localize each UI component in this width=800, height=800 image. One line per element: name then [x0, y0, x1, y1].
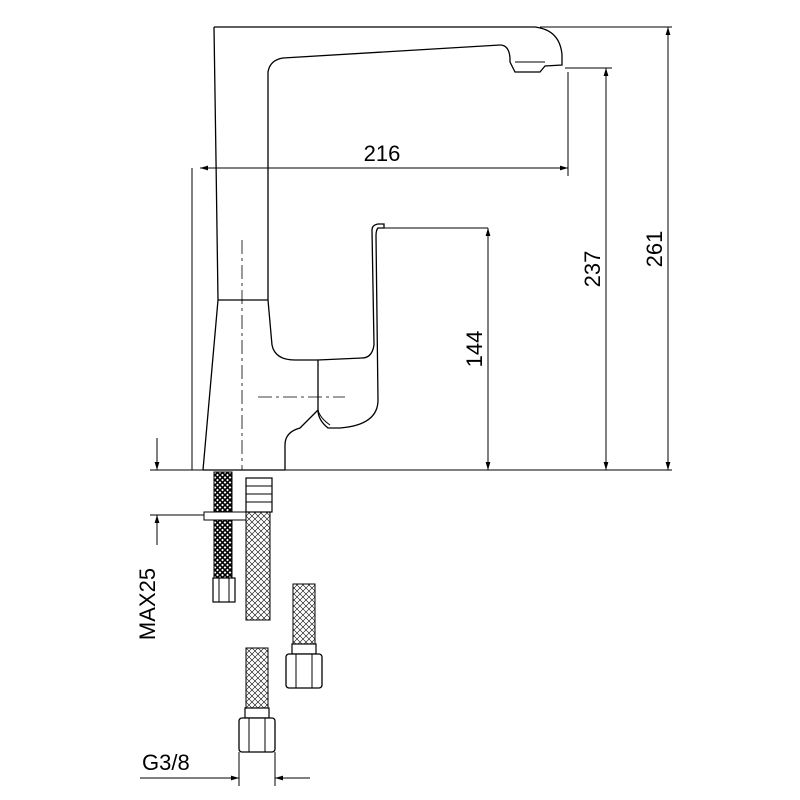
dimension-thread: G3/8: [140, 750, 310, 786]
dim-label-max25: MAX25: [135, 568, 160, 640]
hose-left-lower: [238, 647, 276, 753]
faucet-body: [202, 26, 563, 471]
mounting-rod: [203, 471, 247, 603]
dimension-spout-reach: 216: [191, 72, 569, 470]
dimension-spout-height: 237: [580, 68, 609, 470]
dimension-max-deck: MAX25: [135, 438, 204, 640]
dimension-lever-height: 144: [462, 228, 491, 470]
dim-label-144: 144: [462, 331, 487, 368]
dim-label-237: 237: [580, 251, 605, 288]
dimension-total-height: 261: [642, 27, 671, 470]
hose-long-fitting: [245, 477, 273, 621]
dim-label-g38: G3/8: [142, 750, 190, 775]
dim-label-261: 261: [642, 231, 667, 268]
hose-right-lower: [285, 583, 323, 689]
dim-label-216: 216: [364, 141, 401, 166]
